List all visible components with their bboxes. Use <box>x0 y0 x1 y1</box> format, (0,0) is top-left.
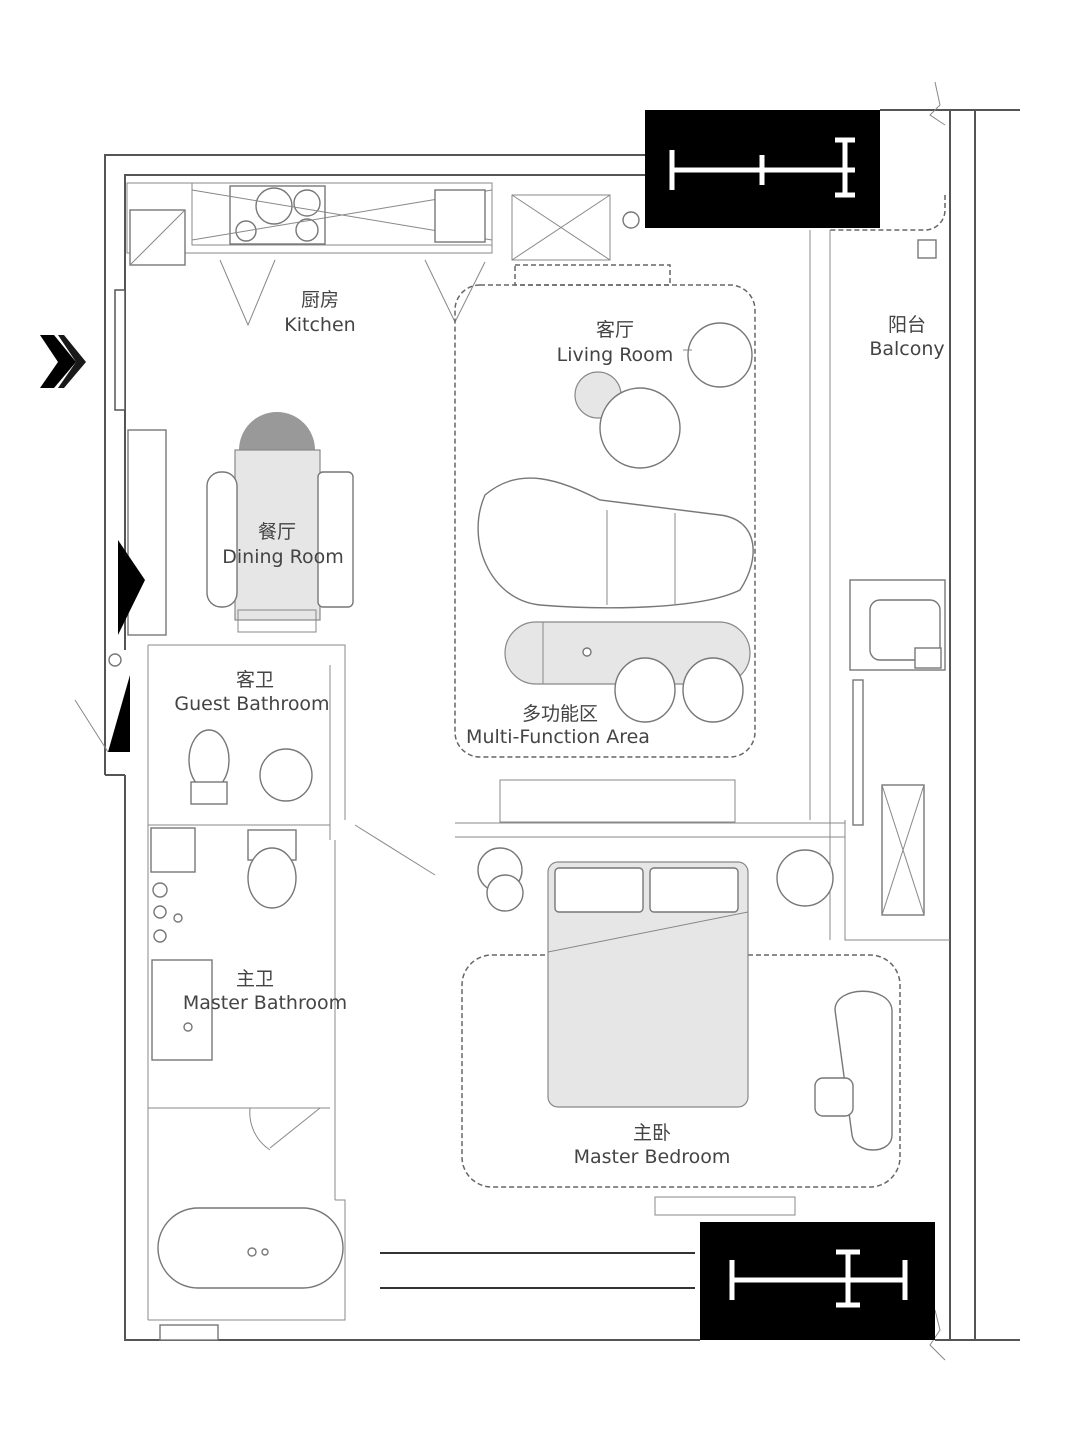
dining-room-label-zh: 餐厅 <box>258 521 296 543</box>
balcony-label-zh: 阳台 <box>888 314 926 336</box>
interior-walls <box>147 644 845 1321</box>
entrance-arrow-icon <box>40 289 126 411</box>
guest-bathroom-label-en: Guest Bathroom <box>174 693 329 715</box>
master-bathroom-fixtures <box>150 827 344 1341</box>
structural-columns <box>645 110 935 1340</box>
master-bedroom-furniture <box>380 847 901 1289</box>
room-labels: 厨房 Kitchen 客厅 Living Room 阳台 Balcony 餐厅 … <box>174 289 944 1168</box>
master-bedroom-label-en: Master Bedroom <box>574 1146 731 1168</box>
exterior-walls <box>104 81 1020 1361</box>
guest-bathroom-fixtures <box>74 653 313 805</box>
guest-bathroom-label-zh: 客卫 <box>236 669 274 691</box>
kitchen-label-zh: 厨房 <box>301 289 339 311</box>
master-bathroom-label-zh: 主卫 <box>236 968 274 990</box>
balcony-label-en: Balcony <box>869 338 944 360</box>
master-bedroom-label-zh: 主卧 <box>633 1122 671 1144</box>
kitchen-label-en: Kitchen <box>284 314 355 336</box>
balcony-fixtures <box>830 195 946 916</box>
dining-room-label-en: Dining Room <box>222 546 343 568</box>
dining-furniture <box>118 412 354 636</box>
living-room-furniture <box>454 284 756 758</box>
living-room-label-zh: 客厅 <box>596 319 634 341</box>
multi-function-area-label-zh: 多功能区 <box>522 703 598 725</box>
master-bathroom-label-en: Master Bathroom <box>183 992 347 1014</box>
kitchen-counter <box>126 182 671 327</box>
living-room-label-en: Living Room <box>557 344 674 366</box>
multi-function-area-label-en: Multi-Function Area <box>466 726 650 748</box>
